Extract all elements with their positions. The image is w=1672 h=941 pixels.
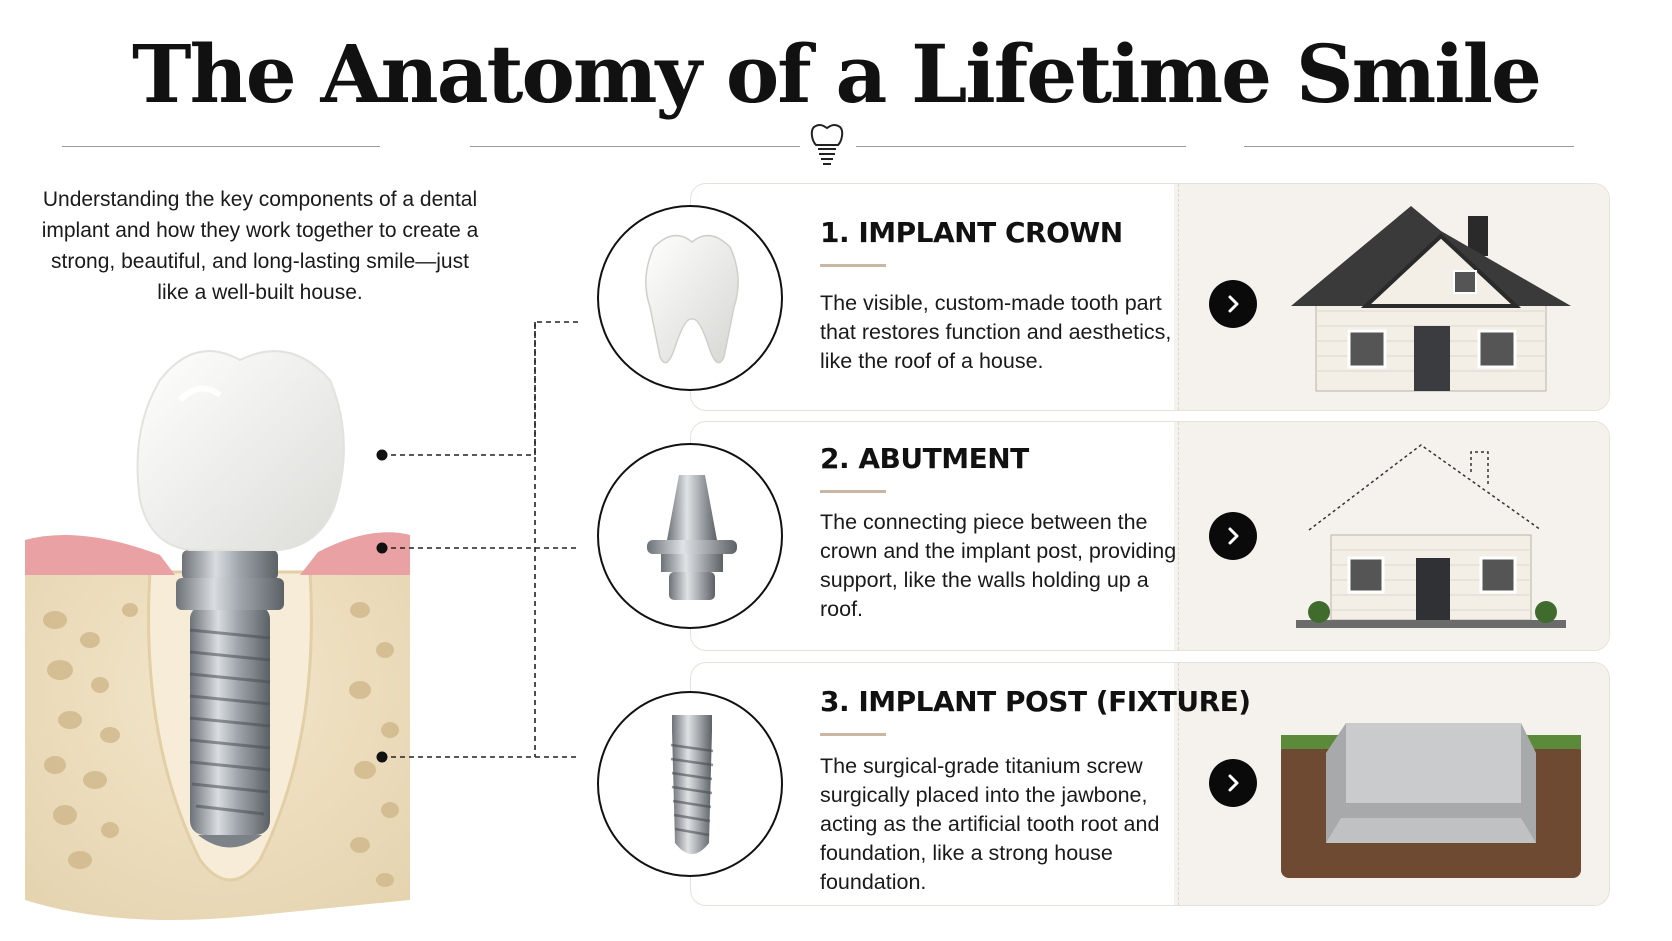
chevron-right-icon [1228, 295, 1239, 313]
divider-center-left [470, 146, 800, 147]
foundation-icon [1281, 723, 1581, 878]
chevron-right-button[interactable] [1209, 759, 1257, 807]
divider-right [1244, 146, 1574, 147]
page-title: The Anatomy of a Lifetime Smile [132, 27, 1542, 121]
crown-thumbnail [597, 205, 783, 391]
implant-screw-icon [670, 715, 714, 854]
component-card-implant-post: 3. IMPLANT POST (FIXTURE) The surgical-g… [690, 662, 1610, 906]
abutment-thumbnail [597, 443, 783, 629]
component-title: 3. IMPLANT POST (FIXTURE) [820, 685, 1251, 718]
title-underline [820, 733, 886, 736]
chevron-right-button[interactable] [1209, 512, 1257, 560]
divider-left [62, 146, 380, 147]
title-underline [820, 264, 886, 267]
divider-center-right [856, 146, 1186, 147]
chevron-right-icon [1228, 774, 1239, 792]
component-description: The surgical-grade titanium screw surgic… [820, 754, 1160, 894]
component-card-abutment: 2. ABUTMENT The connecting piece between… [690, 421, 1610, 651]
abutment-icon [647, 475, 737, 600]
component-description: The visible, custom-made tooth part that… [820, 291, 1172, 373]
chevron-right-icon [1228, 527, 1239, 545]
implant-post-thumbnail [597, 691, 783, 877]
component-title: 2. ABUTMENT [820, 442, 1029, 475]
title-underline [820, 490, 886, 493]
tooth-ornament-icon [810, 124, 844, 165]
tooth-crown-icon [645, 234, 739, 364]
house-roof-icon [1291, 206, 1571, 392]
chevron-right-button[interactable] [1209, 280, 1257, 328]
component-title: 1. IMPLANT CROWN [820, 216, 1123, 249]
implant-cross-section-illustration [25, 350, 410, 920]
component-description: The connecting piece between the crown a… [820, 510, 1177, 621]
component-card-crown: 1. IMPLANT CROWN The visible, custom-mad… [690, 183, 1610, 411]
house-walls-icon [1296, 444, 1566, 628]
intro-text: Understanding the key components of a de… [41, 188, 479, 304]
